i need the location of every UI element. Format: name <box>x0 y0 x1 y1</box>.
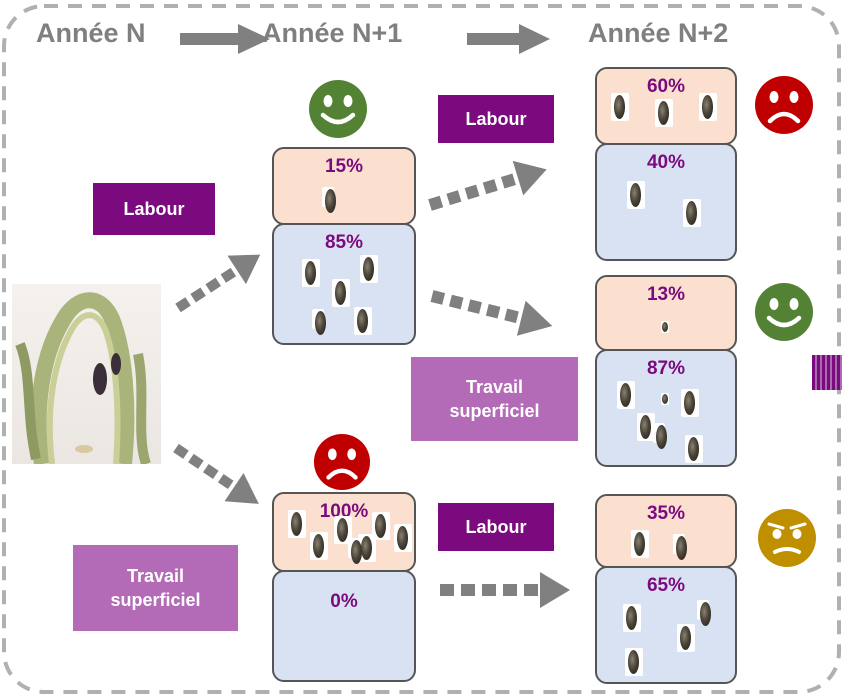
seed-icon <box>288 510 306 538</box>
seed-icon <box>334 516 352 544</box>
seed-icon <box>623 604 641 632</box>
seed-icon <box>310 532 328 560</box>
seed-icon <box>661 321 669 333</box>
weed-photo <box>12 284 161 464</box>
sad-face-icon <box>755 76 813 134</box>
box-n1-top-surface: 15% <box>272 147 416 225</box>
pct-label: 65% <box>646 575 686 596</box>
seed-icon <box>631 530 649 558</box>
happy-face-icon <box>755 283 813 341</box>
pct-label: 60% <box>646 76 686 97</box>
seed-icon <box>312 309 326 335</box>
box-n2-c-surface: 35% <box>595 494 737 568</box>
labour-tag-n1-a: Labour <box>438 95 554 143</box>
box-n2-a-surface: 60% <box>595 67 737 145</box>
seed-icon <box>685 435 703 463</box>
pct-label: 40% <box>646 152 686 173</box>
happy-face-icon <box>309 80 367 138</box>
labour-tag-text: Labour <box>123 198 185 219</box>
seed-icon <box>302 259 320 287</box>
seed-icon <box>681 389 699 417</box>
seed-icon <box>653 423 667 449</box>
seed-icon <box>372 512 390 540</box>
decorative-marker <box>812 355 842 390</box>
pct-label: 100% <box>319 501 369 522</box>
pct-label: 13% <box>646 284 686 305</box>
seed-icon <box>617 381 635 409</box>
seed-icon <box>611 93 629 121</box>
labour-tag-text: Labour <box>465 108 527 129</box>
year-n-label: Année N <box>36 18 146 48</box>
pct-label: 85% <box>324 232 364 253</box>
pct-label: 0% <box>330 591 358 612</box>
year-n2-label: Année N+2 <box>588 18 729 48</box>
seed-icon <box>697 600 711 626</box>
seed-icon <box>394 524 412 552</box>
box-n2-c-deep: 65% <box>595 566 737 684</box>
pct-label: 87% <box>646 358 686 379</box>
labour-tag-n: Labour <box>93 183 215 235</box>
seed-icon <box>360 255 378 283</box>
travail-tag-n1: Travail superficiel <box>411 357 578 441</box>
travail-tag-n: Travail superficiel <box>73 545 238 631</box>
seed-icon <box>332 279 350 307</box>
seed-icon <box>625 648 643 676</box>
travail-line1: Travail <box>126 565 185 586</box>
travail-line2: superficiel <box>449 401 540 421</box>
seed-icon <box>699 93 717 121</box>
pct-label: 15% <box>324 156 364 177</box>
seed-icon <box>322 187 336 213</box>
seed-icon <box>655 99 673 127</box>
seed-icon <box>637 413 655 441</box>
seed-icon <box>348 538 362 564</box>
box-n1-bottom-surface: 100% <box>272 492 416 572</box>
seed-icon <box>683 199 701 227</box>
seed-icon <box>661 393 669 405</box>
seed-icon <box>354 307 372 335</box>
worried-face-icon <box>758 509 816 567</box>
travail-line1: Travail <box>465 376 524 397</box>
box-n1-top-deep: 85% <box>272 223 416 345</box>
seed-icon <box>677 624 695 652</box>
header-arrow-2 <box>467 24 550 54</box>
labour-tag-text: Labour <box>465 516 527 537</box>
box-n2-b-deep: 87% <box>595 349 737 467</box>
header-arrow-1 <box>180 24 270 54</box>
seed-icon <box>358 534 376 562</box>
year-n1-label: Année N+1 <box>262 18 403 48</box>
box-n1-bottom-deep: 0% <box>272 570 416 682</box>
seed-icon <box>627 181 645 209</box>
box-n2-a-deep: 40% <box>595 143 737 261</box>
travail-line2: superficiel <box>110 590 201 610</box>
sad-face-icon <box>313 433 371 491</box>
labour-tag-n1-c: Labour <box>438 503 554 551</box>
box-n2-b-surface: 13% <box>595 275 737 351</box>
seed-icon <box>673 534 687 560</box>
pct-label: 35% <box>646 503 686 524</box>
